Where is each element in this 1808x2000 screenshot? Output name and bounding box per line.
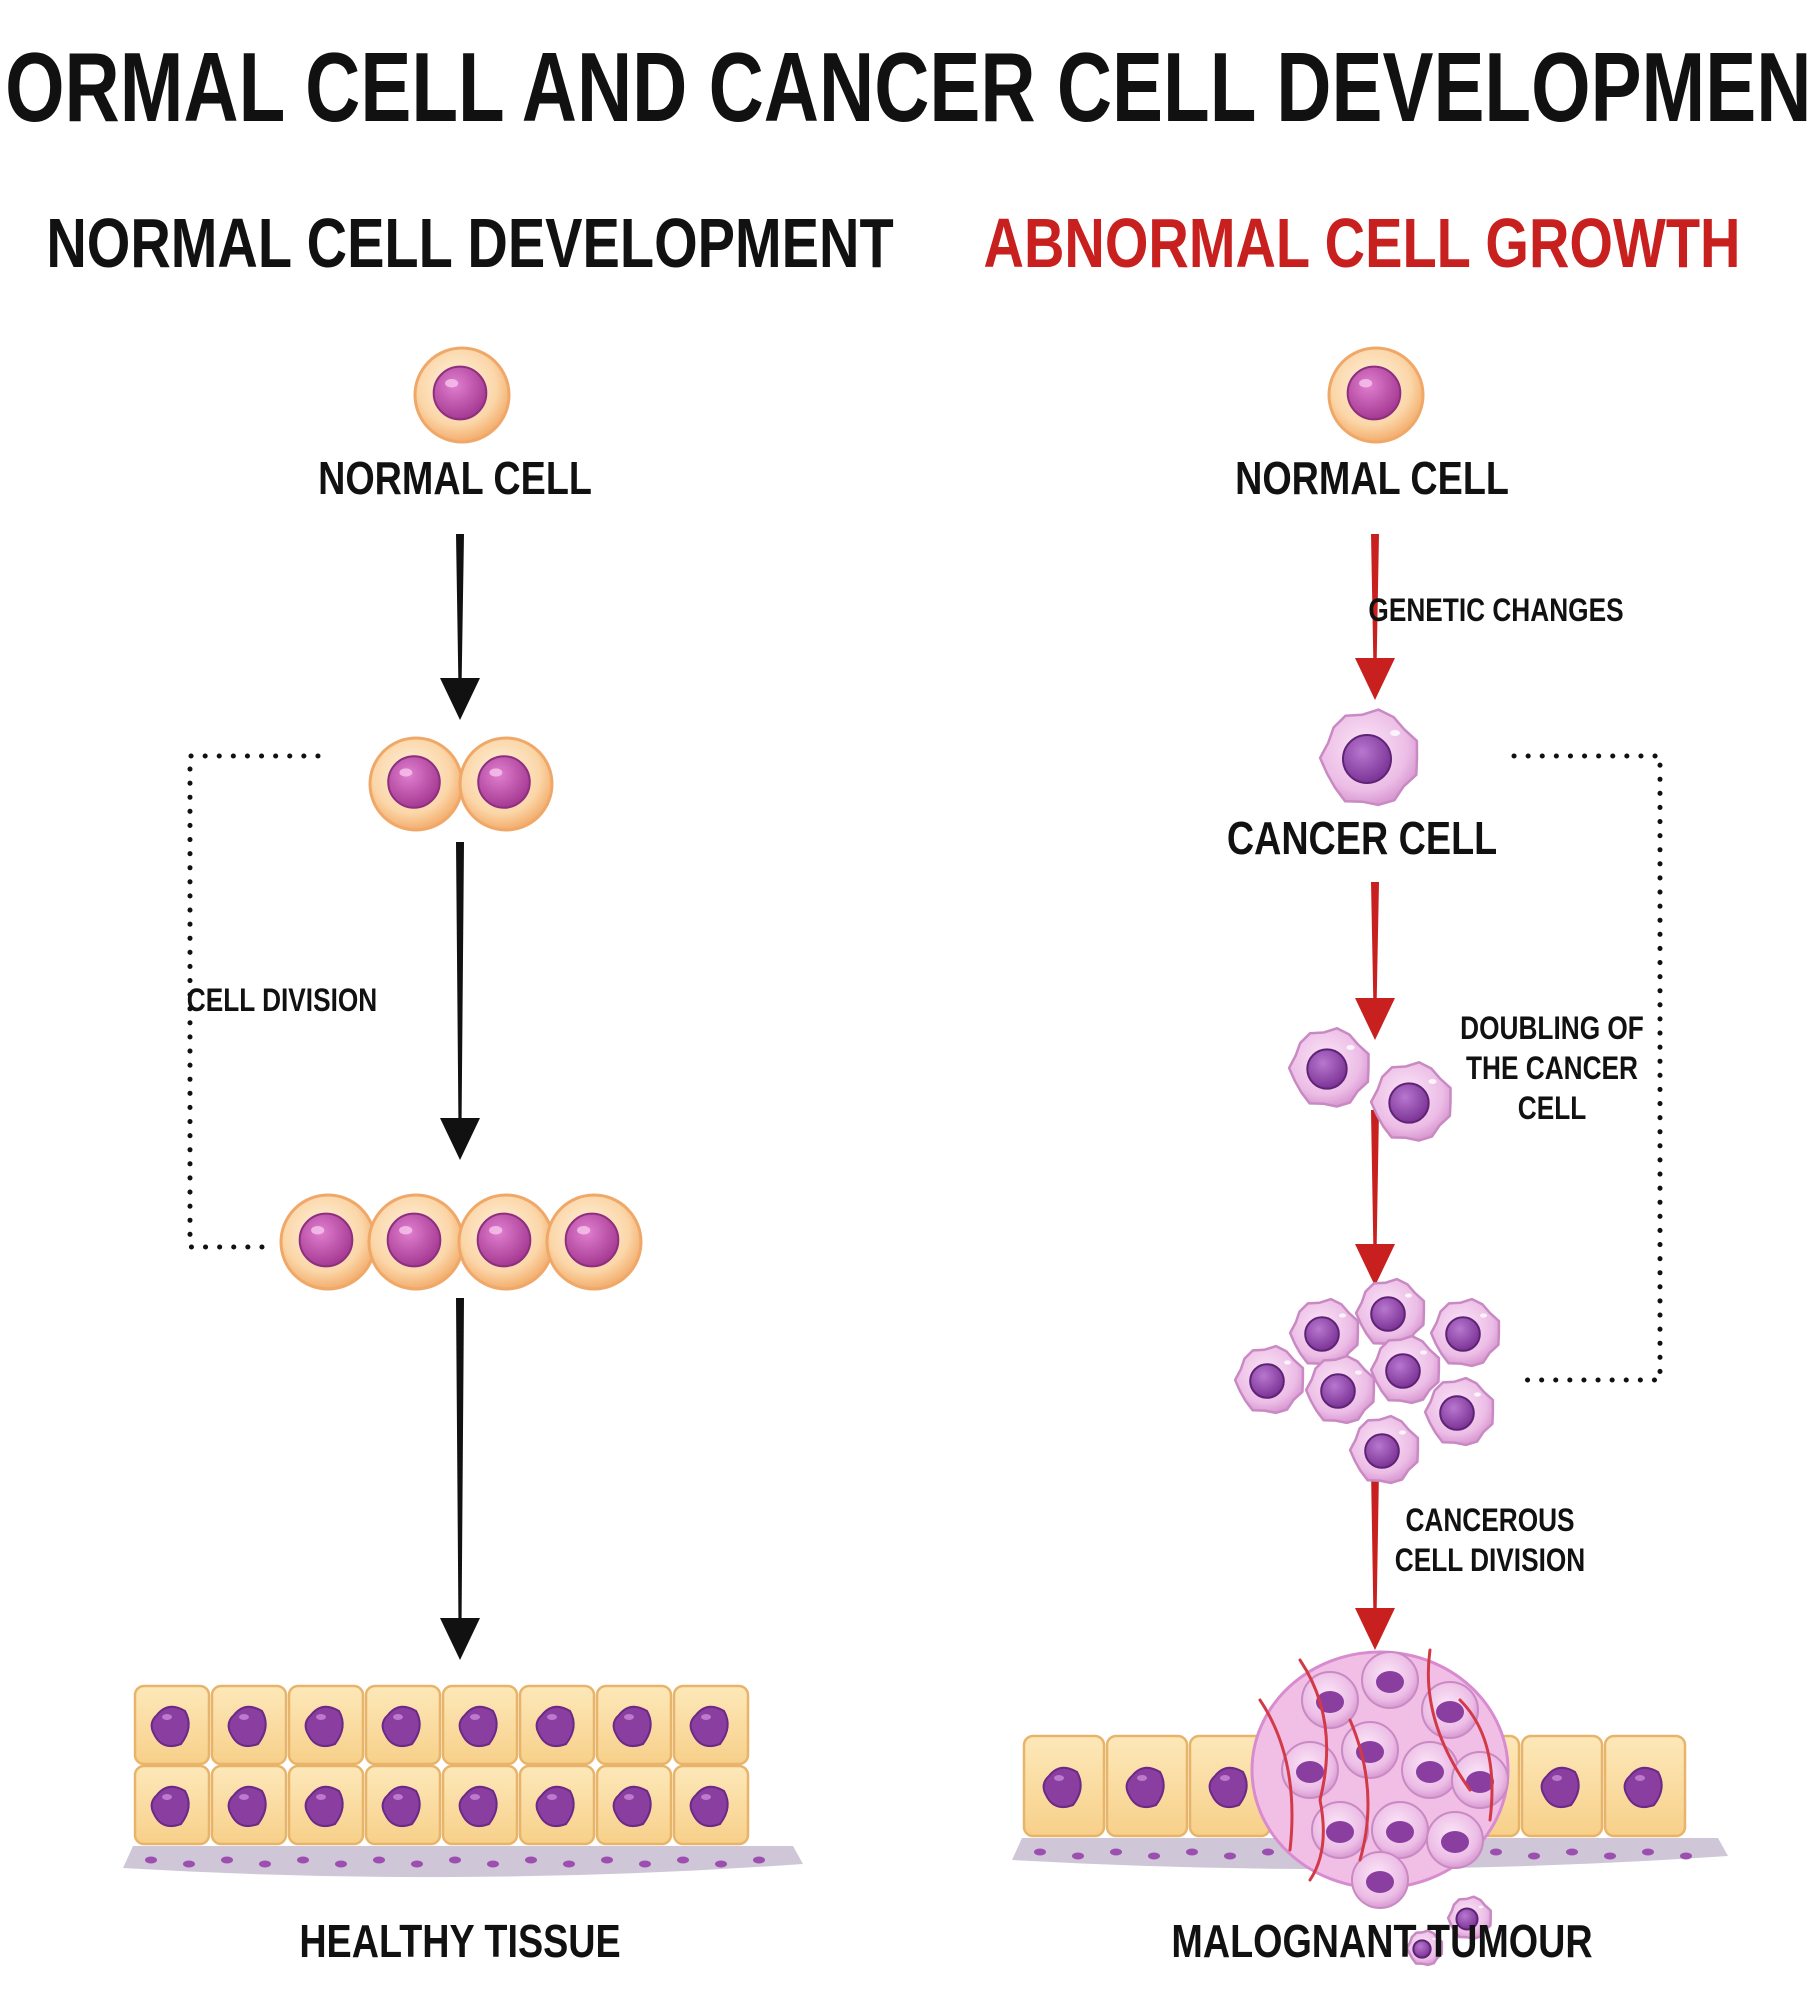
normal-cell-pair-2 [458, 736, 554, 832]
healthy-tissue-cell [518, 1684, 596, 1766]
genetic-changes-label: GENETIC CHANGES [1368, 592, 1624, 628]
arrow-cancer-1 [1355, 534, 1395, 700]
cancer-cell-cluster-2 [1354, 1277, 1426, 1348]
normal-cell-pair-1 [368, 736, 464, 832]
cancer-cell-single [1318, 708, 1419, 807]
arrow-cancer-4 [1355, 1470, 1395, 1650]
escaping-cancer-cell-1 [1446, 1895, 1492, 1940]
healthy-tissue-cell [210, 1684, 288, 1766]
arrow-cancer-3 [1355, 1110, 1395, 1286]
escaping-cancer-cell-2 [1405, 1929, 1444, 1967]
abnormal-start-cell [1327, 346, 1425, 444]
normal-cell-single [413, 346, 511, 444]
healthy-tissue-cell [672, 1684, 750, 1766]
healthy-tissue-cell [133, 1764, 211, 1846]
cancer-cell-label: CANCER CELL [1226, 812, 1498, 864]
cancerous-division-label: CANCEROUS CELL DIVISION [1394, 1502, 1586, 1578]
cancer-cell-cluster-8 [1348, 1414, 1420, 1485]
healthy-tissue-cell [672, 1764, 750, 1846]
tumour-tissue-cell [1105, 1734, 1189, 1838]
healthy-tissue-cell [287, 1764, 365, 1846]
abnormal-start-label: NORMAL CELL [1235, 452, 1509, 504]
healthy-tissue-cell [441, 1764, 519, 1846]
arrow-normal-3 [440, 1298, 480, 1660]
cancer-cell-cluster-3 [1429, 1297, 1501, 1368]
normal-panel-heading: NORMAL CELL DEVELOPMENT [46, 204, 894, 282]
healthy-tissue-cell [595, 1684, 673, 1766]
tumour-tissue-cell [1603, 1734, 1687, 1838]
healthy-tissue-base [123, 1846, 803, 1878]
malignant-tumour-mass [1250, 1648, 1510, 1909]
normal-division-label: CELL DIVISION [186, 982, 378, 1018]
cancer-cell-cluster-5 [1304, 1354, 1376, 1425]
healthy-tissue-cell [364, 1764, 442, 1846]
arrow-normal-1 [440, 534, 480, 720]
healthy-tissue-cell [133, 1684, 211, 1766]
normal-cell-row-1 [279, 1193, 377, 1291]
abnormal-end-label: MALOGNANT TUMOUR [1171, 1915, 1593, 1967]
page-title: NORMAL CELL AND CANCER CELL DEVELOPMENT [0, 32, 1808, 142]
arrow-cancer-2 [1355, 882, 1395, 1040]
normal-cell-row-3 [457, 1193, 555, 1291]
abnormal-panel-heading: ABNORMAL CELL GROWTH [983, 204, 1741, 282]
cancer-cell-cluster-4 [1233, 1344, 1305, 1415]
normal-cell-row-2 [367, 1193, 465, 1291]
normal-end-label: HEALTHY TISSUE [299, 1915, 621, 1967]
normal-cell-row-4 [545, 1193, 643, 1291]
cancer-cell-cluster-6 [1369, 1334, 1441, 1405]
cancer-cell-double-1 [1287, 1027, 1370, 1108]
healthy-tissue-cell [287, 1684, 365, 1766]
tumour-blood-vessels [1258, 1648, 1494, 1882]
cancer-cell-double-2 [1369, 1061, 1452, 1142]
healthy-tissue-cell [441, 1684, 519, 1766]
normal-start-label: NORMAL CELL [318, 452, 592, 504]
healthy-tissue-cell [518, 1764, 596, 1846]
doubling-label: DOUBLING OF THE CANCER CELL [1460, 1010, 1644, 1126]
arrow-normal-2 [440, 842, 480, 1160]
healthy-tissue-cell [595, 1764, 673, 1846]
tumour-tissue-cell [1022, 1734, 1106, 1838]
tumour-tissue-cell [1520, 1734, 1604, 1838]
healthy-tissue-cell [364, 1684, 442, 1766]
healthy-tissue-cell [210, 1764, 288, 1846]
cancer-cell-cluster-7 [1423, 1376, 1495, 1447]
doubling-bracket [1511, 753, 1663, 1383]
